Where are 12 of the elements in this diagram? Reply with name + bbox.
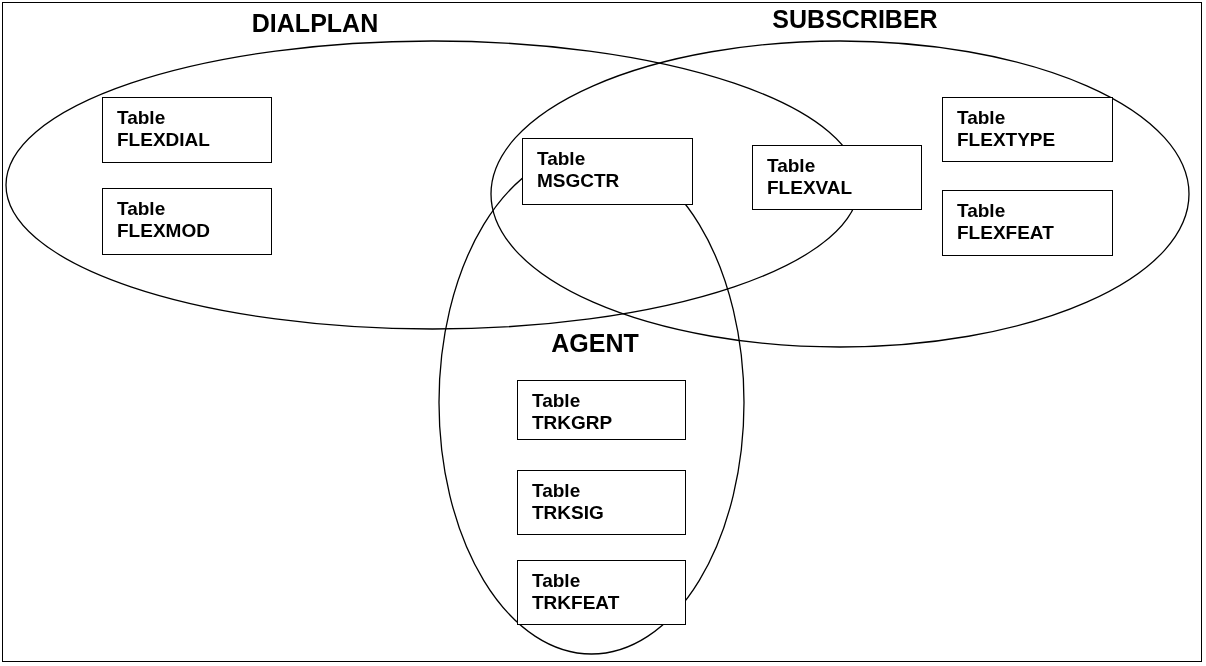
table-box: Table FLEXDIAL — [102, 97, 272, 163]
set-title: AGENT — [551, 328, 639, 358]
table-box: Table FLEXFEAT — [942, 190, 1113, 256]
set-title: SUBSCRIBER — [772, 4, 938, 34]
table-box: Table TRKFEAT — [517, 560, 686, 625]
table-box: Table TRKGRP — [517, 380, 686, 440]
table-box: Table FLEXMOD — [102, 188, 272, 255]
table-box: Table FLEXVAL — [752, 145, 922, 210]
table-box: Table TRKSIG — [517, 470, 686, 535]
set-title: DIALPLAN — [251, 8, 379, 38]
table-box: Table MSGCTR — [522, 138, 693, 205]
table-box: Table FLEXTYPE — [942, 97, 1113, 162]
